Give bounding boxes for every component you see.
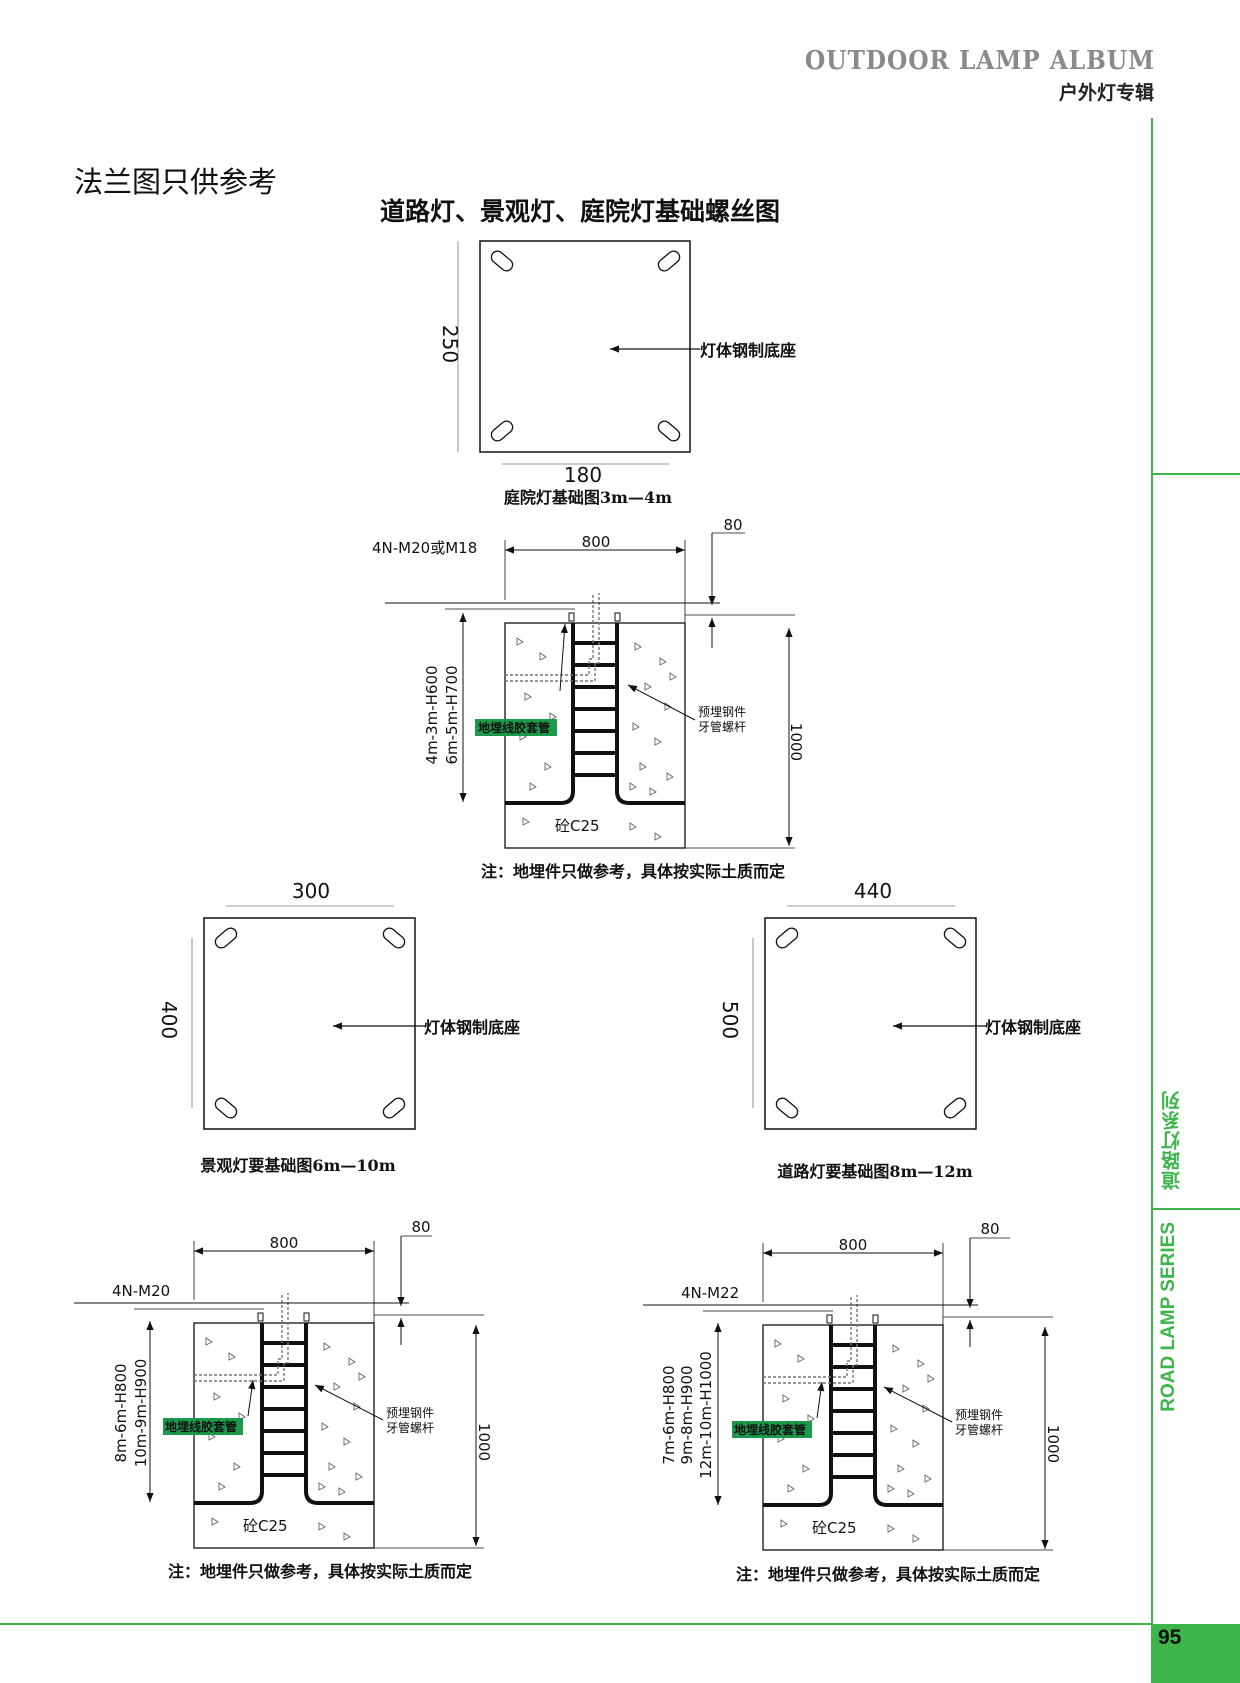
foundation-2-conduit-label: 地埋线胶套管 xyxy=(165,1419,237,1434)
foundation-2-offset-dim: 80 xyxy=(411,1218,430,1236)
foundation-1-height-label-1: 4m-3m-H600 xyxy=(423,665,441,764)
foundation-2-concrete-label: 砼C25 xyxy=(243,1517,288,1535)
foundation-2-conduit-badge xyxy=(163,1418,243,1435)
foundation-1: 4N-M20或M18 800 80 1000 4m-3m-H600 6m-5m-… xyxy=(372,516,805,881)
foundation-1-concrete-label: 砼C25 xyxy=(555,817,600,835)
foundation-3-height-label-1: 7m-6m-H800 xyxy=(660,1365,678,1464)
page-title: 道路灯、景观灯、庭院灯基础螺丝图 xyxy=(379,197,780,226)
foundation-3-depth-dim: 1000 xyxy=(1044,1425,1062,1463)
page-number-box xyxy=(1153,1624,1240,1683)
foundation-3-conduit-label: 地埋线胶套管 xyxy=(734,1422,806,1437)
flange-1-height-dim: 250 xyxy=(438,325,462,363)
foundation-1-embedded-label-1: 预埋钢件 xyxy=(698,705,746,719)
flange-plate-3: 440 500 灯体钢制底座 道路灯要基础图8m—12m xyxy=(718,879,1081,1181)
foundation-2-height-label-1: 8m-6m-H800 xyxy=(112,1363,130,1462)
foundation-1-height-label-2: 6m-5m-H700 xyxy=(443,665,461,764)
foundation-1-embedded-label-2: 牙管螺杆 xyxy=(698,719,746,734)
foundation-2-embedded-label-2: 牙管螺杆 xyxy=(386,1420,434,1435)
foundation-3-embedded-label-1: 预埋钢件 xyxy=(955,1408,1003,1422)
flange-note: 法兰图只供参考 xyxy=(74,165,278,199)
foundation-3-height-label-2: 9m-8m-H900 xyxy=(678,1365,696,1464)
foundation-1-conduit-badge xyxy=(475,719,557,736)
foundation-2-width-dim: 800 xyxy=(270,1234,299,1252)
foundation-1-conduit-label: 地埋线胶套管 xyxy=(478,720,550,735)
foundation-1-depth-dim: 1000 xyxy=(787,723,805,761)
foundation-1-note: 注：地埋件只做参考，具体按实际土质而定 xyxy=(481,862,785,881)
footer-divider xyxy=(0,1623,1151,1625)
side-divider-top xyxy=(1151,473,1240,475)
side-divider-mid xyxy=(1151,1208,1240,1210)
foundation-3-width-dim: 800 xyxy=(839,1236,868,1254)
album-title-cn: 户外灯专辑 xyxy=(1058,82,1154,104)
flange-1-pointer-label: 灯体钢制底座 xyxy=(700,341,796,360)
flange-3-pointer-label: 灯体钢制底座 xyxy=(985,1018,1081,1037)
album-title-en: OUTDOOR LAMP ALBUM xyxy=(804,46,1155,76)
flange-2-width-dim: 300 xyxy=(292,879,330,903)
foundation-2: 4N-M20 800 80 1000 8m-6m-H800 10m-9m-H90… xyxy=(72,1218,493,1581)
flange-3-width-dim: 440 xyxy=(854,879,892,903)
foundation-3-embedded-label-2: 牙管螺杆 xyxy=(955,1422,1003,1437)
foundation-3-concrete-label: 砼C25 xyxy=(812,1519,857,1537)
flange-1-caption: 庭院灯基础图3m—4m xyxy=(504,488,672,507)
page-number: 95 xyxy=(1158,1626,1182,1649)
foundation-2-note: 注：地埋件只做参考，具体按实际土质而定 xyxy=(168,1562,472,1581)
foundation-2-height-label-2: 10m-9m-H900 xyxy=(132,1359,150,1468)
foundation-3-bolt-label: 4N-M22 xyxy=(681,1284,739,1302)
flange-3-caption: 道路灯要基础图8m—12m xyxy=(777,1162,972,1181)
foundation-3: 4N-M22 800 80 1000 7m-6m-H800 9m-8m-H900… xyxy=(641,1220,1062,1584)
flange-1-width-dim: 180 xyxy=(564,463,602,487)
flange-2-caption: 景观灯要基础图6m—10m xyxy=(200,1156,395,1175)
foundation-2-embedded-label-1: 预埋钢件 xyxy=(386,1406,434,1420)
foundation-3-conduit-badge xyxy=(732,1421,812,1438)
side-divider xyxy=(1151,118,1153,1683)
foundation-3-offset-dim: 80 xyxy=(980,1220,999,1238)
flange-2-pointer-label: 灯体钢制底座 xyxy=(424,1018,520,1037)
foundation-3-note: 注：地埋件只做参考，具体按实际土质而定 xyxy=(736,1565,1040,1584)
flange-plate-2: 300 400 灯体钢制底座 景观灯要基础图6m—10m xyxy=(157,879,520,1175)
flange-3-height-dim: 500 xyxy=(718,1001,742,1039)
foundation-1-offset-dim: 80 xyxy=(723,516,742,534)
foundation-1-width-dim: 800 xyxy=(582,533,611,551)
flange-2-height-dim: 400 xyxy=(157,1001,181,1039)
foundation-2-bolt-label: 4N-M20 xyxy=(112,1282,170,1300)
foundation-2-depth-dim: 1000 xyxy=(475,1423,493,1461)
foundation-1-bolt-label: 4N-M20或M18 xyxy=(372,539,477,557)
flange-plate-1: 250 180 灯体钢制底座 庭院灯基础图3m—4m xyxy=(438,240,796,507)
foundation-3-height-label-3: 12m-10m-H1000 xyxy=(697,1351,715,1479)
